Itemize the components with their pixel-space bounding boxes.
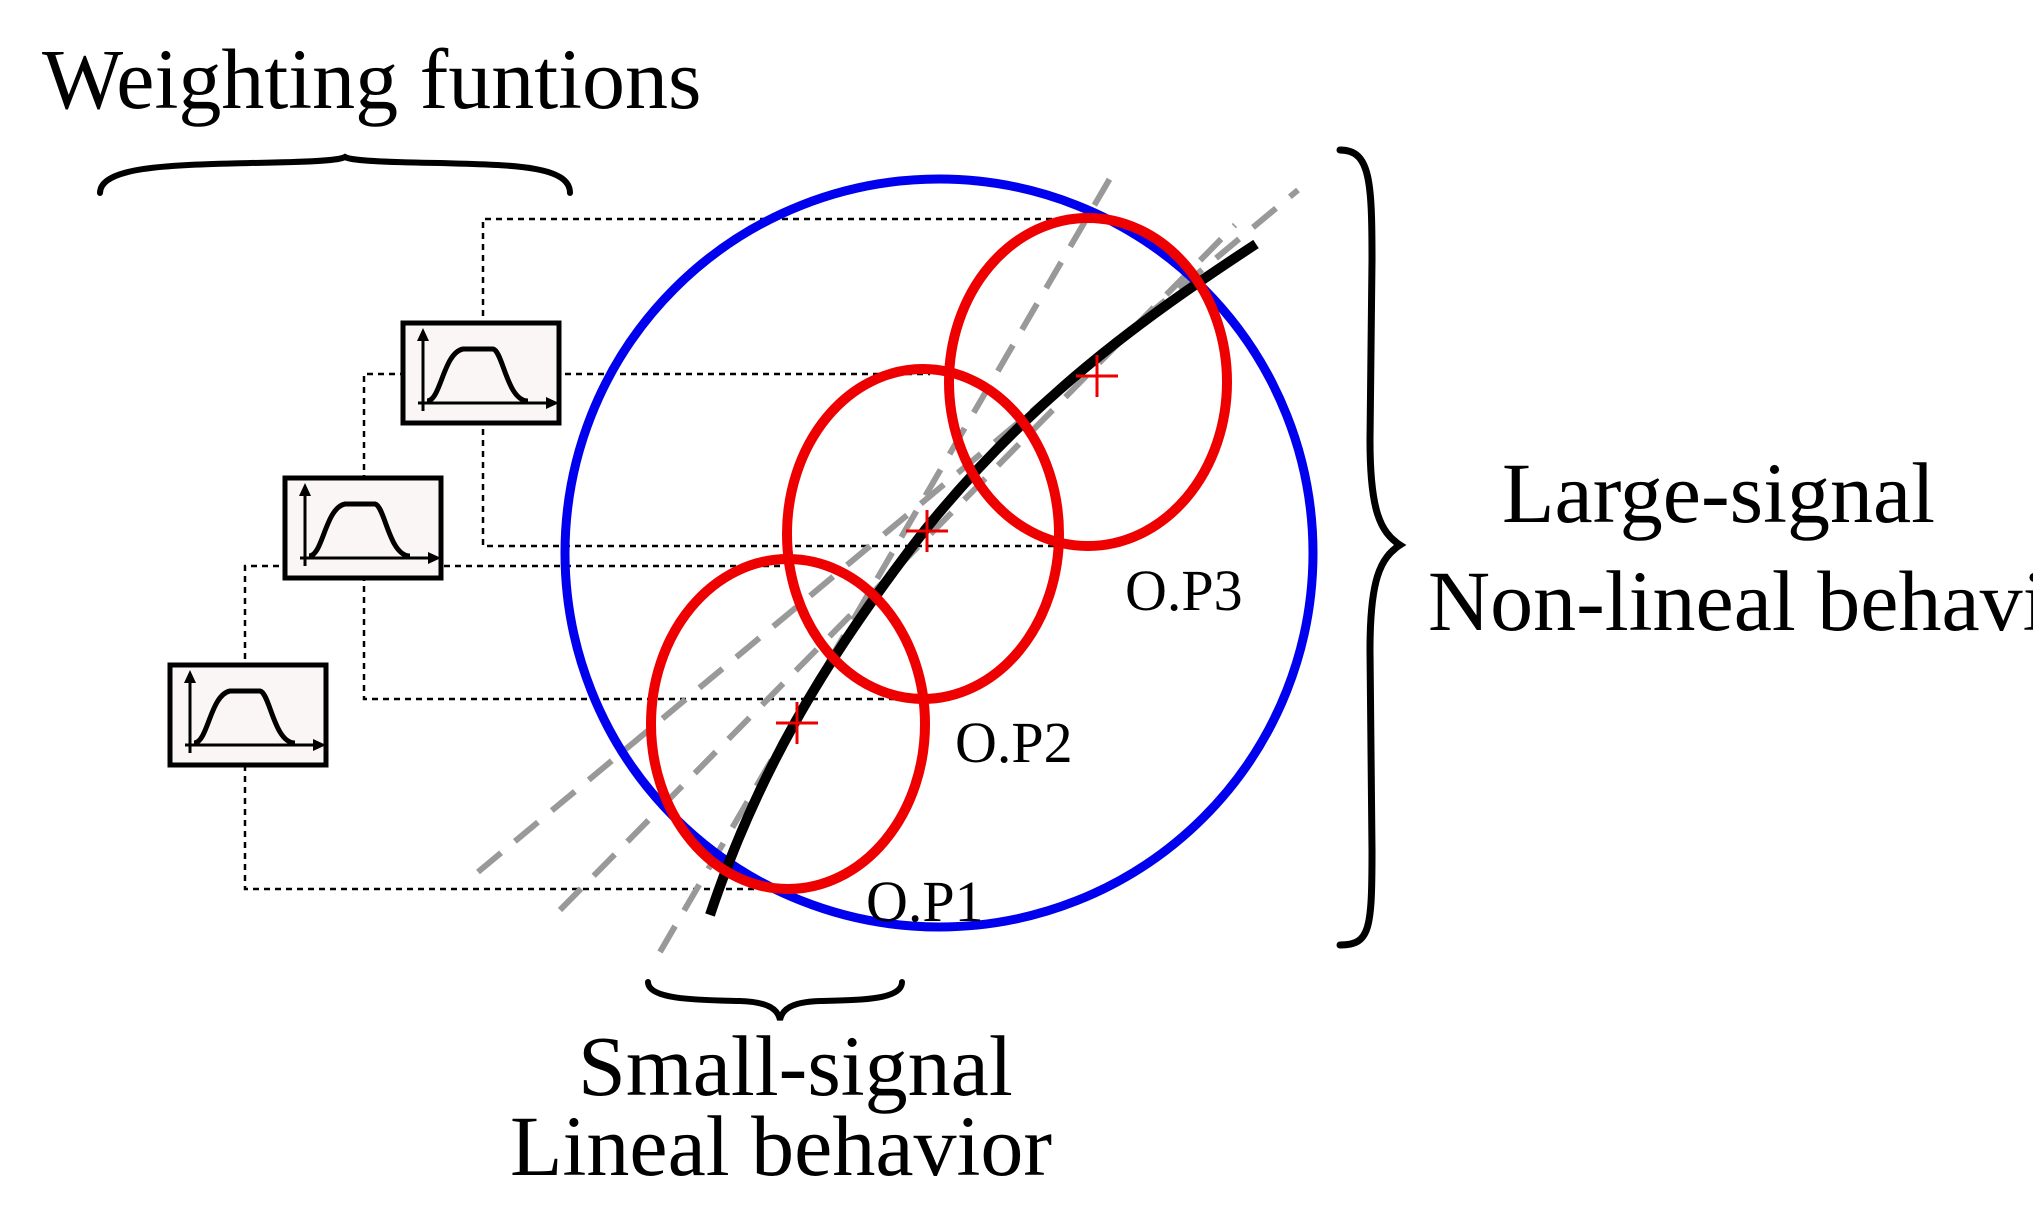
weighting-functions-title: Weighting funtions xyxy=(42,31,702,127)
weight-box-1 xyxy=(167,662,329,768)
small-signal-brace xyxy=(645,979,905,1021)
op1-marker xyxy=(776,702,818,744)
weight-box-2 xyxy=(282,475,444,581)
connector-lines xyxy=(243,217,1086,891)
large-signal-circle xyxy=(560,174,1318,932)
op3-circle xyxy=(944,213,1232,551)
op2-marker xyxy=(906,510,948,552)
large-signal-brace xyxy=(1336,146,1407,949)
small-signal-label: Small-signal xyxy=(578,1018,1013,1114)
non-lineal-behavior-label: Non-lineal behavior xyxy=(1428,553,2033,649)
large-signal-label: Large-signal xyxy=(1502,445,1935,541)
op-circles xyxy=(646,213,1232,894)
op2-label: O.P2 xyxy=(955,710,1073,775)
weighting-functions-brace xyxy=(97,153,573,196)
op3-label: O.P3 xyxy=(1125,558,1243,623)
op3-marker xyxy=(1076,355,1118,397)
lineal-behavior-label: Lineal behavior xyxy=(510,1098,1052,1194)
op1-label: O.P1 xyxy=(866,869,984,934)
op2-circle xyxy=(782,364,1064,704)
weight-box-3 xyxy=(400,320,562,426)
op-markers xyxy=(776,355,1118,744)
